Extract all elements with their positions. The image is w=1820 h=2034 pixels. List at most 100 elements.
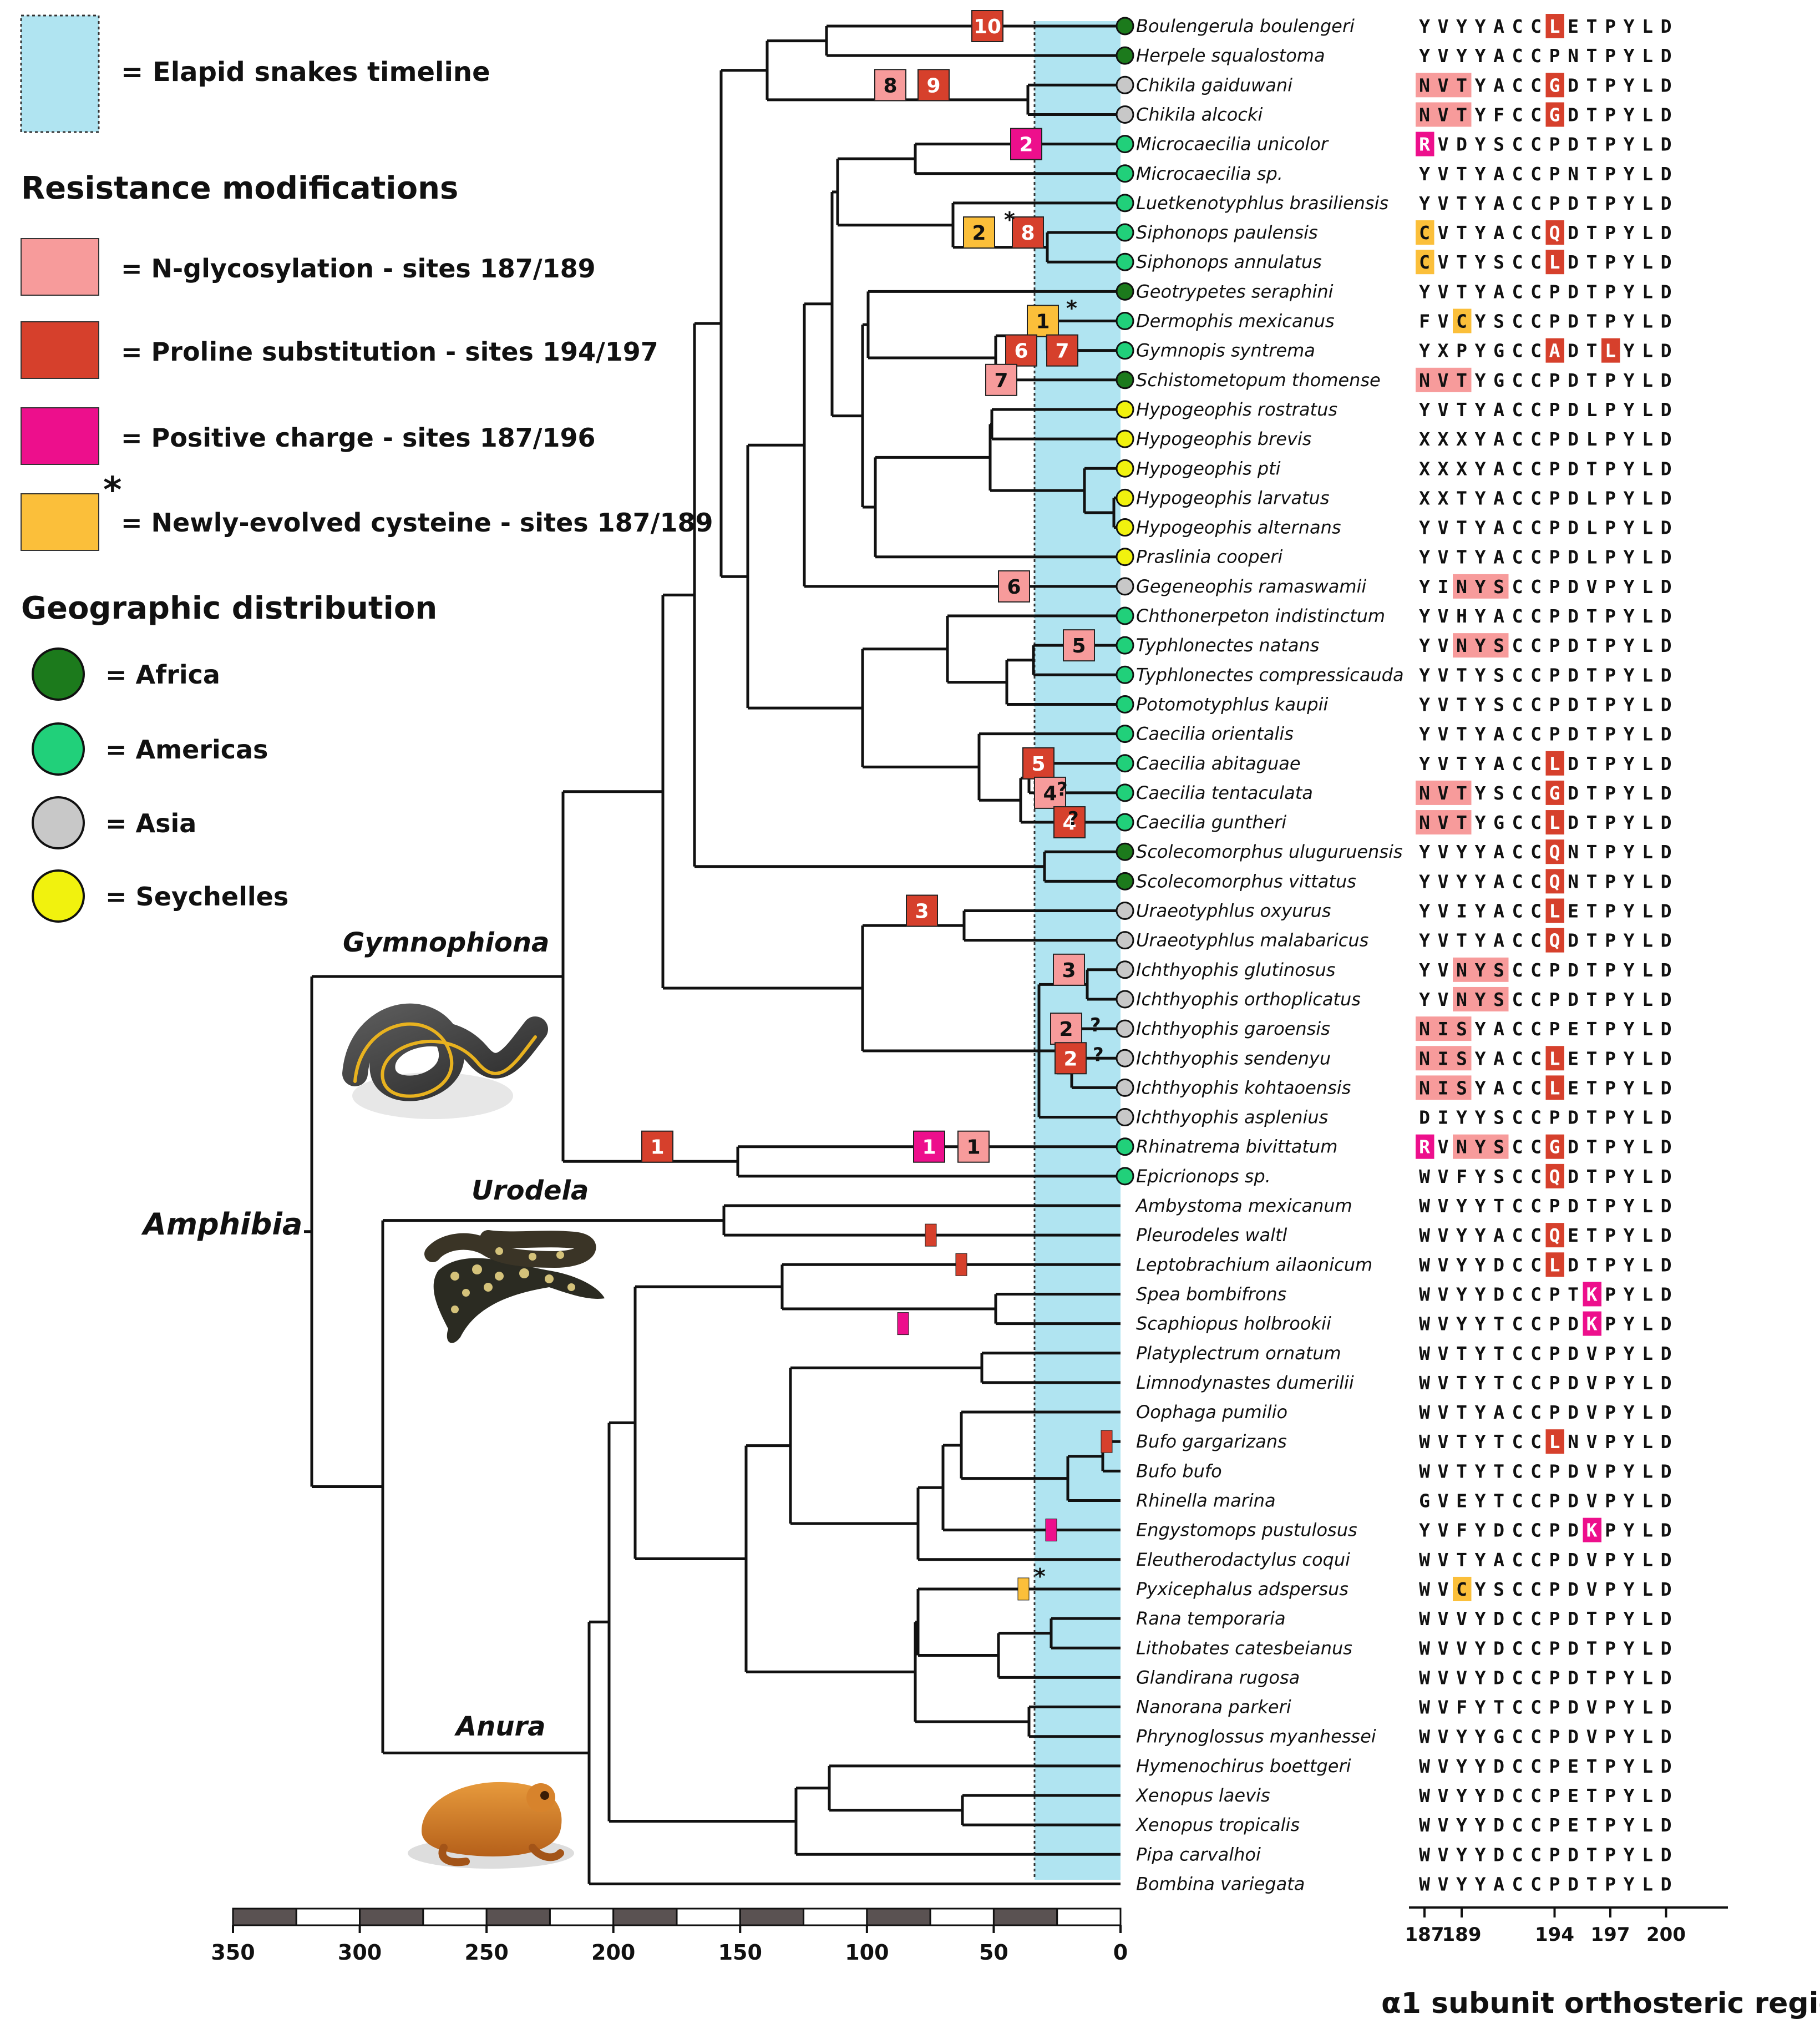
residue: Y <box>1624 782 1635 804</box>
taxon-name: Gegeneophis ramaswamii <box>1136 576 1366 597</box>
residue: P <box>1605 782 1616 804</box>
residue: Y <box>1456 16 1467 37</box>
residue: N <box>1419 74 1430 96</box>
residue: D <box>1568 605 1579 627</box>
residue: C <box>1512 664 1523 686</box>
residue: D <box>1568 1372 1579 1394</box>
residue: P <box>1549 1018 1560 1040</box>
residue: P <box>1605 311 1616 332</box>
event-label: 6 <box>1014 340 1028 363</box>
residue: D <box>1568 1844 1579 1865</box>
residue: G <box>1493 1726 1504 1748</box>
residue: P <box>1549 1549 1560 1571</box>
event-label: 5 <box>1031 753 1045 776</box>
residue: P <box>1605 1401 1616 1423</box>
residue: V <box>1438 1637 1449 1659</box>
taxon-name: Ichthyophis glutinosus <box>1136 959 1335 980</box>
residue: Y <box>1475 1048 1486 1069</box>
residue: Y <box>1475 635 1486 656</box>
residue: D <box>1493 1637 1504 1659</box>
residue: Y <box>1419 930 1430 952</box>
residue: Y <box>1475 605 1486 627</box>
residue: T <box>1586 753 1598 775</box>
residue: D <box>1661 1401 1672 1423</box>
residue: Y <box>1475 1313 1486 1335</box>
taxon-name: Pyxicephalus adspersus <box>1136 1578 1348 1600</box>
residue: P <box>1605 1637 1616 1659</box>
residue-highlight-cys <box>1416 220 1434 245</box>
residue: D <box>1568 1107 1579 1129</box>
residue: Y <box>1419 1520 1430 1541</box>
residue: Y <box>1475 900 1486 922</box>
residue: L <box>1642 74 1653 96</box>
residue: Y <box>1624 605 1635 627</box>
residue: Y <box>1624 45 1635 67</box>
residue: P <box>1549 694 1560 715</box>
residue: Y <box>1456 1755 1467 1777</box>
residue: S <box>1493 251 1504 273</box>
residue: Y <box>1475 311 1486 332</box>
residue: P <box>1605 1460 1616 1482</box>
residue: Y <box>1624 664 1635 686</box>
clade-label-urodela: Urodela <box>472 1175 589 1206</box>
residue-highlight-ng <box>1416 780 1472 805</box>
residue: L <box>1642 871 1653 892</box>
residue-highlight-pos <box>1583 1311 1601 1336</box>
residue: C <box>1530 1225 1542 1246</box>
event-marker-ng <box>874 69 906 102</box>
event-label: 9 <box>926 74 940 97</box>
residue: W <box>1419 1844 1430 1865</box>
event-label: 1 <box>966 1136 980 1159</box>
residue: P <box>1605 753 1616 775</box>
residue: D <box>1568 1136 1579 1158</box>
residue: P <box>1549 458 1560 479</box>
residue: W <box>1419 1608 1430 1630</box>
geo-dot-asia <box>1116 1078 1134 1097</box>
residue: Y <box>1624 104 1635 125</box>
residue: P <box>1605 487 1616 509</box>
residue: Y <box>1475 989 1486 1010</box>
residue: D <box>1661 1166 1672 1187</box>
residue: V <box>1586 1726 1598 1748</box>
residue: E <box>1568 1048 1579 1069</box>
residue: T <box>1456 163 1467 185</box>
residue: L <box>1642 1460 1653 1482</box>
residue: Y <box>1419 900 1430 922</box>
time-scale-segment <box>803 1907 868 1926</box>
residue: Y <box>1475 1431 1486 1453</box>
residue: Y <box>1624 311 1635 332</box>
residue: T <box>1586 74 1598 96</box>
residue: P <box>1605 1431 1616 1453</box>
residue: P <box>1605 1520 1616 1541</box>
residue: Y <box>1624 1225 1635 1246</box>
residue: C <box>1530 1785 1542 1807</box>
residue: P <box>1605 1785 1616 1807</box>
residue: C <box>1512 1873 1523 1895</box>
residue: C <box>1530 193 1542 214</box>
residue: P <box>1605 370 1616 391</box>
residue: Q <box>1549 871 1560 892</box>
residue: Y <box>1624 547 1635 568</box>
residue: D <box>1493 1785 1504 1807</box>
geo-dot-americas <box>1116 341 1134 360</box>
residue: C <box>1512 311 1523 332</box>
residue: C <box>1530 812 1542 833</box>
residue: D <box>1419 1107 1430 1129</box>
residue: Y <box>1475 370 1486 391</box>
residue: Y <box>1624 1254 1635 1276</box>
residue: N <box>1568 163 1579 185</box>
residue: C <box>1512 576 1523 598</box>
taxon-name: Uraeotyphlus malabaricus <box>1136 930 1368 951</box>
residue: Y <box>1419 664 1430 686</box>
residue: T <box>1456 517 1467 539</box>
event-label: 7 <box>1055 340 1069 363</box>
residue: A <box>1493 16 1504 37</box>
residue: L <box>1549 16 1560 37</box>
residue: K <box>1586 1520 1598 1541</box>
residue: C <box>1530 311 1542 332</box>
residue: D <box>1568 812 1579 833</box>
residue: L <box>1642 576 1653 598</box>
residue: C <box>1512 694 1523 715</box>
residue: C <box>1530 1107 1542 1129</box>
residue: D <box>1661 694 1672 715</box>
